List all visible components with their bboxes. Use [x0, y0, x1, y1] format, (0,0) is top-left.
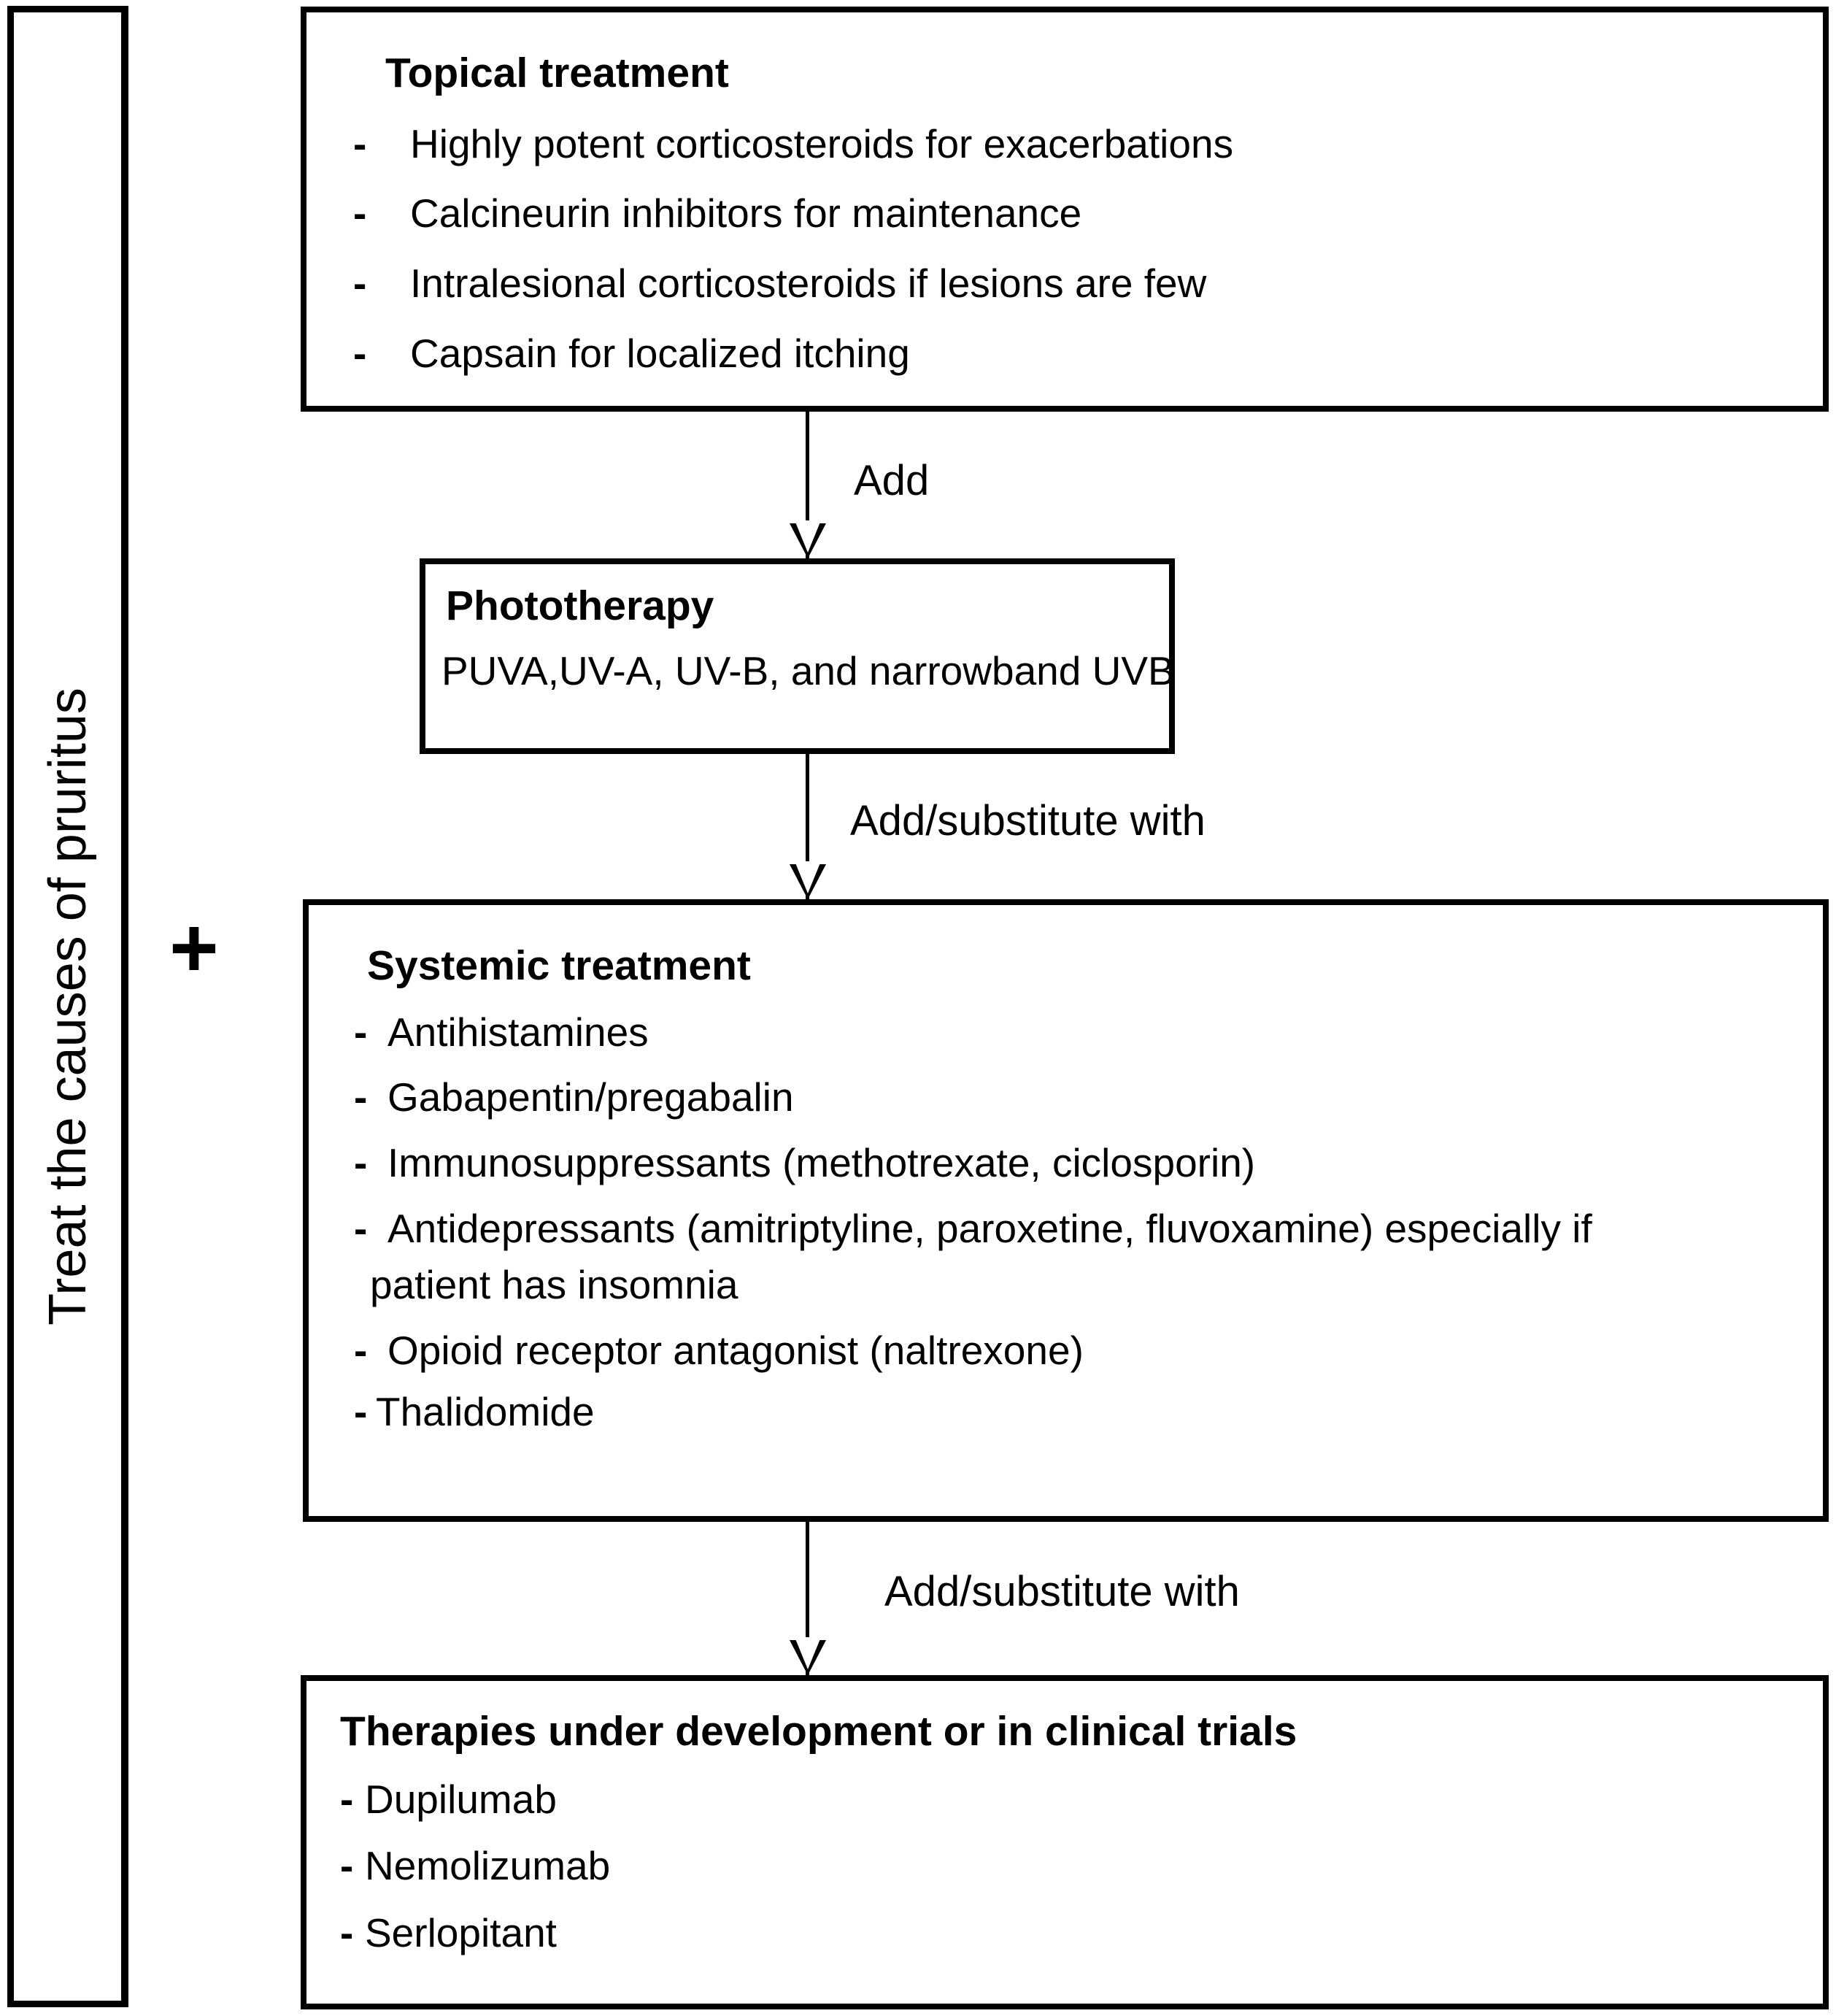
list-item-label: Antidepressants (amitriptyline, paroxeti… — [387, 1205, 1592, 1251]
list-item-label: Immunosuppressants (methotrexate, ciclos… — [387, 1140, 1256, 1186]
dash-bullet-icon: - — [353, 191, 367, 236]
dash-bullet-icon: - — [353, 330, 367, 376]
connector-line — [806, 412, 809, 558]
list-item-label: Opioid receptor antagonist (naltrexone) — [387, 1328, 1084, 1374]
dash-bullet-icon: - — [340, 1843, 354, 1889]
list-item: - Thalidomide — [309, 1388, 1823, 1435]
list-item: - Opioid receptor antagonist (naltrexone… — [309, 1328, 1823, 1374]
list-item: - Immunosuppressants (methotrexate, cicl… — [309, 1140, 1823, 1186]
box-pipeline-title: Therapies under development or in clinic… — [340, 1708, 1297, 1755]
box-systemic-treatment: Systemic treatment - Antihistamines - Ga… — [303, 899, 1829, 1522]
list-item: - Calcineurin inhibitors for maintenance — [306, 191, 1823, 236]
dash-bullet-icon: - — [354, 1328, 368, 1374]
dash-bullet-icon: - — [354, 1205, 368, 1251]
dash-bullet-icon: - — [354, 1388, 368, 1434]
plus-icon: + — [169, 900, 219, 995]
list-item-label: Highly potent corticosteroids for exacer… — [410, 120, 1234, 166]
dash-bullet-icon: - — [354, 1140, 368, 1186]
list-item: - Dupilumab — [306, 1777, 1823, 1823]
dash-bullet-icon: - — [353, 261, 367, 307]
box-phototherapy-modalities: PUVA,UV-A, UV-B, and narrowband UVB — [441, 647, 1175, 693]
connector-line — [806, 1522, 809, 1675]
connector-label-add: Add — [854, 457, 930, 504]
list-item: - Intralesional corticosteroids if lesio… — [306, 261, 1823, 307]
dash-bullet-icon: - — [340, 1776, 354, 1822]
dash-bullet-icon: - — [353, 120, 367, 166]
left-bracket-label: Treat the causes of pruritus — [39, 688, 97, 1326]
arrowhead-icon — [790, 1640, 826, 1675]
list-item: - Antihistamines — [309, 1009, 1823, 1055]
box-phototherapy-title: Phototherapy — [446, 582, 714, 629]
connector-line — [806, 754, 809, 899]
list-item: - Nemolizumab — [306, 1844, 1823, 1889]
box-systemic-title: Systemic treatment — [367, 942, 751, 989]
dash-bullet-icon: - — [340, 1910, 354, 1956]
connector-label-add-substitute-2: Add/substitute with — [884, 1568, 1240, 1615]
box-topical-treatment: Topical treatment - Highly potent cortic… — [301, 7, 1829, 412]
list-item-label: Thalidomide — [376, 1388, 595, 1434]
list-item: - Capsain for localized itching — [306, 331, 1823, 377]
list-item-label: Intralesional corticosteroids if lesions… — [410, 261, 1207, 307]
list-item: - Highly potent corticosteroids for exac… — [306, 120, 1823, 167]
dash-bullet-icon: - — [354, 1009, 368, 1055]
list-item-label: Gabapentin/pregabalin — [387, 1074, 794, 1120]
list-item-label: Dupilumab — [365, 1776, 557, 1822]
box-pipeline-therapies: Therapies under development or in clinic… — [301, 1675, 1829, 2009]
list-item: - Gabapentin/pregabalin — [309, 1075, 1823, 1120]
connector-label-add-substitute-1: Add/substitute with — [850, 797, 1206, 845]
list-item-label: Capsain for localized itching — [410, 330, 910, 376]
list-item-continuation: patient has insomnia — [370, 1262, 738, 1308]
dash-bullet-icon: - — [354, 1074, 368, 1120]
arrowhead-icon — [790, 864, 826, 899]
list-item-label: Antihistamines — [387, 1009, 649, 1055]
box-phototherapy: Phototherapy PUVA,UV-A, UV-B, and narrow… — [420, 558, 1175, 754]
list-item-label: Nemolizumab — [365, 1843, 611, 1889]
list-item-label: Calcineurin inhibitors for maintenance — [410, 191, 1082, 236]
list-item-label: Serlopitant — [365, 1910, 557, 1956]
left-bracket-panel: Treat the causes of pruritus — [7, 6, 128, 2007]
list-item: - Serlopitant — [306, 1910, 1823, 1956]
arrowhead-icon — [790, 523, 826, 558]
list-item: - Antidepressants (amitriptyline, paroxe… — [309, 1205, 1823, 1252]
box-topical-title: Topical treatment — [385, 50, 729, 96]
